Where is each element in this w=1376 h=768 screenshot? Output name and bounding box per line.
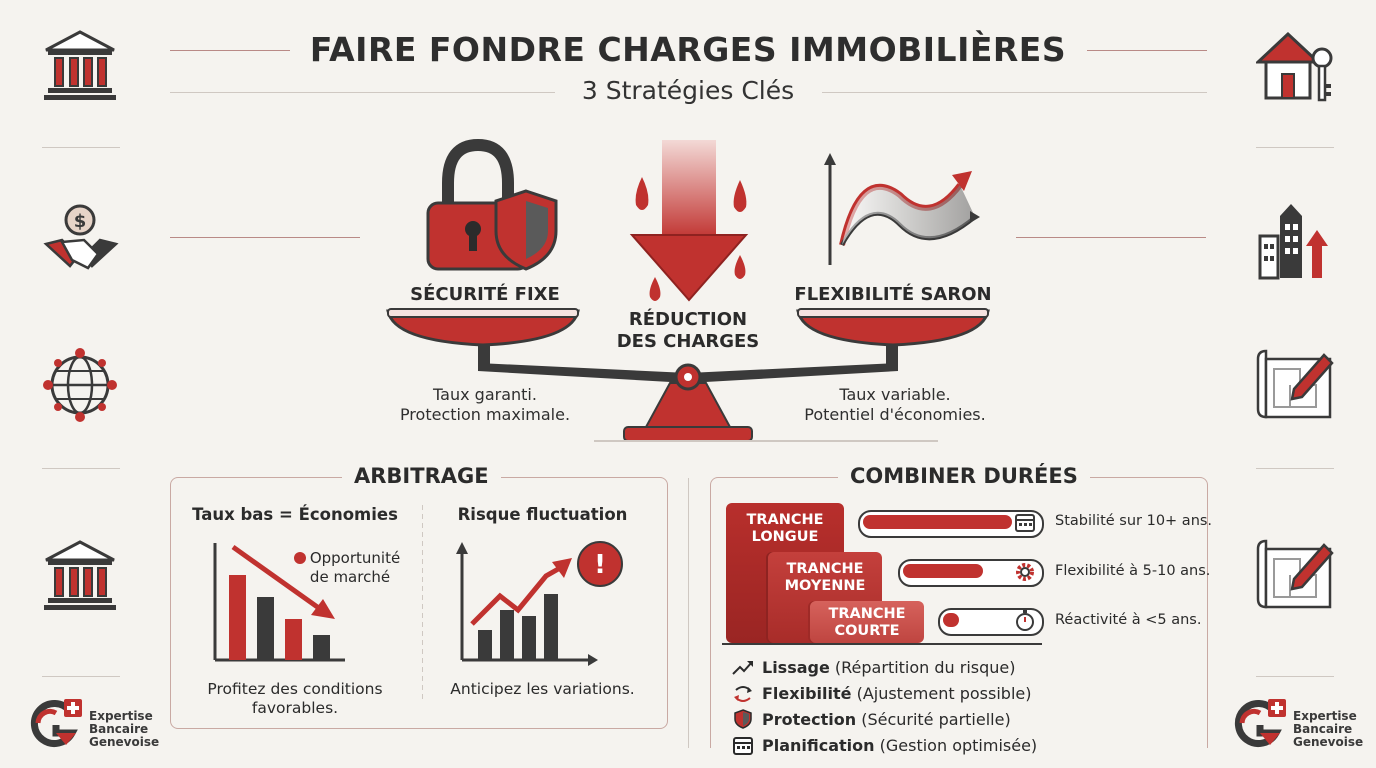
legend-flexibility: Flexibilité (Ajustement possible): [762, 684, 1032, 703]
legend-smoothing: Lissage (Répartition du risque): [762, 658, 1016, 677]
long-duration-bar: [858, 510, 1044, 538]
medium-duration-bar-fill: [903, 564, 983, 578]
legend-planning: Planification (Gestion optimisée): [762, 736, 1038, 755]
globe-network-icon: [43, 348, 117, 422]
blueprint-pencil-icon: [1256, 349, 1334, 419]
brand-logo-icon: [1234, 699, 1286, 747]
swap-arrows-icon: [734, 686, 752, 702]
brand-name-line3: Genevoise: [1293, 735, 1364, 749]
brand-name-line1: Expertise: [1293, 709, 1357, 723]
saron-flexibility-label: FLEXIBILITÉ SARON: [794, 284, 992, 305]
fixed-desc-line2: Protection maximale.: [399, 405, 571, 424]
low-rate-heading: Taux bas = Économies: [192, 505, 398, 524]
arbitrage-title: ARBITRAGE: [342, 464, 501, 488]
fixed-desc-line1: Taux garanti.: [433, 385, 537, 404]
medium-duration-text: Flexibilité à 5-10 ans.: [1055, 563, 1211, 579]
durations-title: COMBINER DURÉES: [838, 464, 1090, 488]
brand-name-line1: Expertise: [89, 709, 153, 723]
opportunity-dot-icon: [294, 552, 306, 564]
bank-icon: [44, 540, 116, 610]
fluctuation-risk-text: Anticipez les variations.: [450, 680, 635, 698]
page-title: FAIRE FONDRE CHARGES IMMOBILIÈRES: [309, 30, 1067, 69]
legend-protection: Protection (Sécurité partielle): [762, 710, 1011, 729]
falling-bar-chart-icon: [213, 543, 345, 662]
brand-name-line2: Bancaire: [89, 722, 149, 736]
trend-up-icon: [732, 661, 753, 675]
buildings-growth-icon: [1258, 204, 1328, 280]
calendar-icon: [733, 737, 753, 755]
page-subtitle: 3 Stratégies Clés: [581, 76, 795, 105]
fluctuation-risk-heading: Risque fluctuation: [457, 505, 628, 524]
svg-text:!: !: [594, 550, 606, 580]
short-duration-bar-fill: [943, 613, 959, 627]
low-rate-text-line1: Profitez des conditions: [207, 680, 383, 698]
house-key-icon: [1256, 31, 1333, 102]
balance-scale-illustration: [386, 138, 990, 442]
charge-reduction-label-1: RÉDUCTION: [628, 309, 748, 330]
brand-name-line3: Genevoise: [89, 735, 160, 749]
low-rate-text-line2: favorables.: [251, 699, 339, 717]
svg-text:$: $: [74, 211, 87, 232]
brand-logo-icon: [30, 699, 82, 747]
long-duration-text: Stabilité sur 10+ ans.: [1055, 513, 1213, 529]
blueprint-pencil-icon: [1256, 539, 1334, 609]
brand-name-line2: Bancaire: [1293, 722, 1353, 736]
opportunity-line1: Opportunité: [309, 549, 401, 567]
stopwatch-icon: [1016, 610, 1034, 631]
fixed-security-label: SÉCURITÉ FIXE: [410, 284, 560, 305]
shield-icon: [734, 709, 752, 729]
charge-reduction-label-2: DES CHARGES: [616, 331, 760, 352]
gear-icon: [1016, 563, 1034, 581]
saron-desc-line1: Taux variable.: [839, 385, 951, 404]
saron-desc-line2: Potentiel d'économies.: [804, 405, 986, 424]
long-duration-bar-fill: [863, 515, 1012, 529]
rising-bar-chart-alert-icon: !: [456, 541, 623, 666]
calendar-icon: [1015, 514, 1035, 532]
bank-icon: [44, 30, 116, 100]
handshake-money-icon: $: [43, 204, 119, 270]
short-duration-text: Réactivité à <5 ans.: [1055, 612, 1202, 628]
opportunity-line2: de marché: [309, 568, 391, 586]
